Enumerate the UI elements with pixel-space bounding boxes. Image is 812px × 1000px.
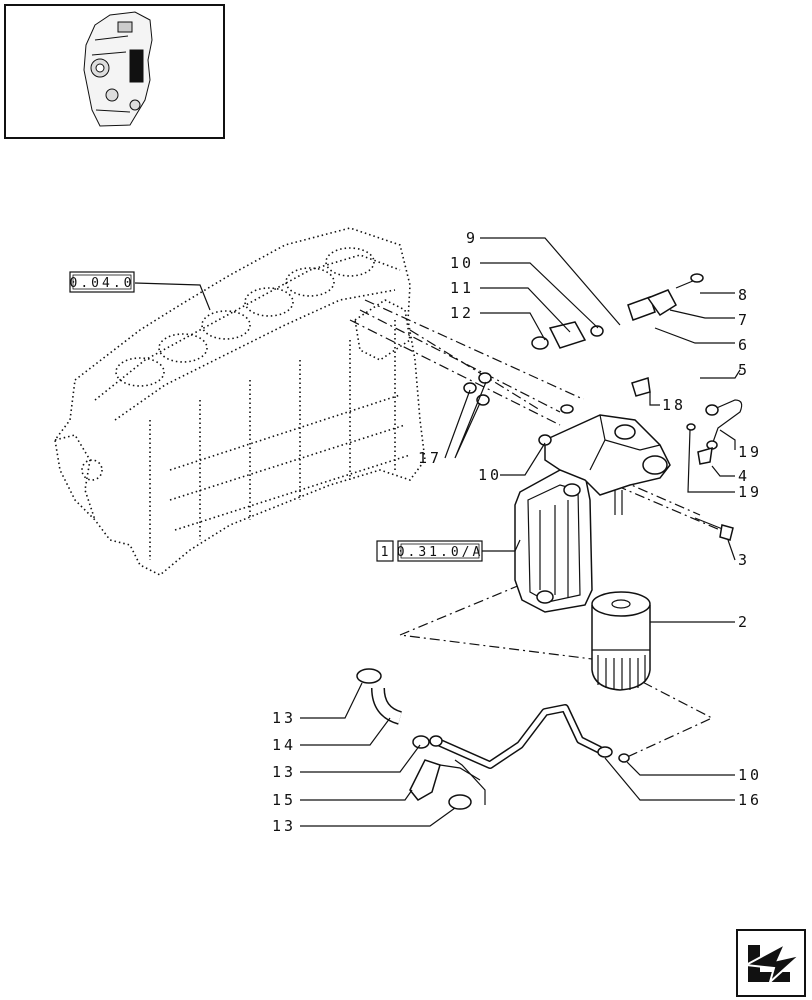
leader-lines — [134, 237, 741, 827]
callout-2: 2 — [738, 613, 750, 631]
callout-18: 18 — [662, 396, 686, 414]
small-oil-pipe[interactable] — [631, 377, 743, 465]
callout-10-mid: 10 — [478, 466, 502, 484]
callout-10-top: 10 — [450, 254, 474, 272]
callout-3: 3 — [738, 551, 750, 569]
callout-13-top: 13 — [272, 709, 296, 727]
callout-15: 15 — [272, 791, 296, 809]
callout-17: 17 — [418, 449, 442, 467]
cooler-reference-box[interactable]: 1 0.31.0/A — [376, 539, 521, 562]
callout-14: 14 — [272, 736, 296, 754]
upper-oil-pipe[interactable] — [560, 323, 668, 414]
block-reference-label: 0.04.0 — [70, 276, 135, 291]
callout-9: 9 — [466, 229, 478, 247]
cooler-reference-group: 1 — [381, 545, 392, 560]
callout-labels: 9 10 11 12 8 7 6 5 18 19 4 19 3 2 17 10 … — [272, 229, 762, 835]
pipe-clamp[interactable] — [627, 273, 704, 321]
return-pipe[interactable] — [429, 704, 630, 769]
callout-12: 12 — [450, 304, 474, 322]
callout-19-bottom: 19 — [738, 483, 762, 501]
rubber-hose[interactable] — [356, 668, 472, 810]
filter-head[interactable] — [544, 414, 671, 515]
pipe-support-bracket[interactable] — [409, 759, 481, 801]
union-fitting[interactable] — [463, 321, 604, 446]
oil-cooler[interactable] — [514, 469, 593, 613]
next-page-arrow-icon[interactable] — [736, 929, 806, 997]
callout-11: 11 — [450, 279, 474, 297]
block-reference-box[interactable]: 0.04.0 — [69, 271, 135, 293]
callout-8: 8 — [738, 286, 750, 304]
oil-filter-cartridge[interactable] — [591, 591, 651, 691]
callout-19-top: 19 — [738, 443, 762, 461]
callout-6: 6 — [738, 336, 750, 354]
callout-5: 5 — [738, 361, 750, 379]
engine-thumbnail-icon[interactable] — [4, 4, 225, 139]
callout-13-mid: 13 — [272, 763, 296, 781]
callout-13-bottom: 13 — [272, 817, 296, 835]
callout-4: 4 — [738, 467, 750, 485]
callout-16: 16 — [738, 791, 762, 809]
callout-10-bottom: 10 — [738, 766, 762, 784]
cooler-reference-label: 0.31.0/A — [397, 545, 484, 560]
callout-7: 7 — [738, 311, 750, 329]
mounting-bolt[interactable] — [694, 517, 734, 541]
engine-block-outline — [54, 227, 426, 576]
